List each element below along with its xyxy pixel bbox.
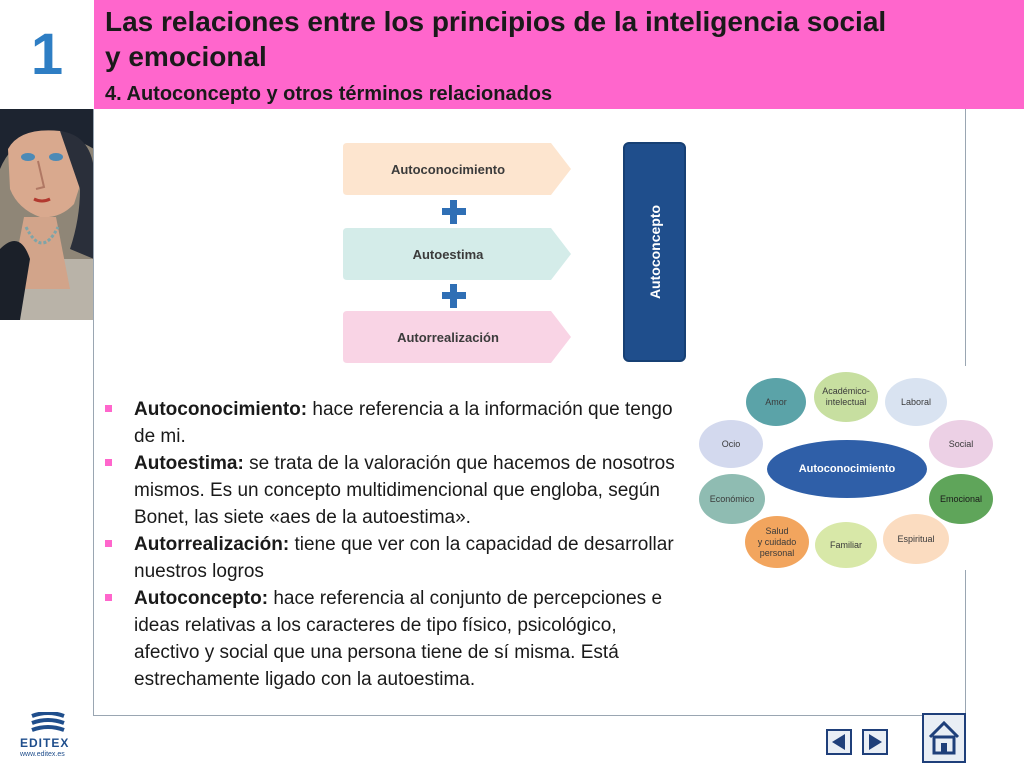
node-label: Económico [709, 493, 755, 504]
node-label: Familiar [829, 539, 862, 550]
header-band [94, 0, 1024, 109]
title-line-1: Las relaciones entre los principios de l… [105, 6, 887, 37]
editex-logo-icon [31, 712, 65, 732]
bullet-square-icon [105, 459, 112, 466]
list-item: Autoestima: se trata de la valoración qu… [103, 450, 683, 531]
term: Autoconocimiento: [134, 399, 308, 420]
flow-step-autorrealizacion: Autorrealización [343, 311, 571, 363]
list-item: Autoconcepto: hace referencia al conjunt… [103, 585, 683, 693]
autoconocimiento-circle-diagram: Autoconocimiento Amor Académico- intelec… [697, 366, 997, 570]
node-label: Académico- intelectual [822, 386, 870, 407]
home-button[interactable] [922, 713, 966, 763]
arrow-shape [343, 143, 571, 195]
bullet-square-icon [105, 594, 112, 601]
node-ocio: Ocio [699, 420, 763, 468]
node-amor: Amor [746, 378, 806, 426]
node-label: Social [948, 438, 974, 449]
node-label: Laboral [900, 396, 932, 407]
node-economico: Económico [699, 474, 765, 524]
node-social: Social [929, 420, 993, 468]
node-label: Salud y cuidado personal [757, 525, 797, 558]
plus-icon [442, 200, 466, 224]
list-item: Autoconocimiento: hace referencia a la i… [103, 396, 683, 450]
term: Autoestima: [134, 453, 244, 474]
bullet-square-icon [105, 405, 112, 412]
editex-logo [18, 712, 78, 762]
flow-step-label: Autorrealización [397, 329, 499, 345]
flow-step-label: Autoestima [412, 246, 484, 262]
triangle-left-icon [832, 734, 845, 750]
brand-name: EDITEX [20, 736, 70, 750]
section-subtitle: 4. Autoconcepto y otros términos relacio… [105, 83, 553, 105]
portrait-image [0, 109, 94, 320]
definition: se trata de la valoración que hacemos de… [134, 453, 675, 528]
node-academico: Académico- intelectual [814, 372, 878, 422]
node-familiar: Familiar [815, 522, 877, 568]
node-emocional: Emocional [929, 474, 993, 524]
flow-step-label: Autoconocimiento [390, 161, 506, 177]
title-line-2: y emocional [105, 41, 267, 72]
bullet-square-icon [105, 540, 112, 547]
definition-list: Autoconocimiento: hace referencia a la i… [103, 396, 683, 693]
chapter-number-box: 1 [0, 0, 94, 109]
node-label: Emocional [939, 493, 983, 504]
arrow-shape [343, 311, 571, 363]
house-icon [928, 720, 960, 755]
term: Autoconcepto: [134, 588, 269, 609]
autoconcepto-result-box: Autoconcepto [623, 142, 686, 362]
next-slide-button[interactable] [862, 729, 888, 755]
triangle-right-icon [869, 734, 882, 750]
brand-url: www.editex.es [20, 751, 65, 758]
page-title: Las relaciones entre los principios de l… [105, 4, 1005, 74]
center-node: Autoconocimiento [767, 440, 927, 498]
definition: hace referencia al conjunto de percepcio… [134, 588, 663, 690]
term: Autorrealización: [134, 534, 290, 555]
plus-icon [442, 284, 466, 308]
flow-step-autoestima: Autoestima [343, 228, 571, 280]
node-espiritual: Espiritual [883, 514, 949, 564]
previous-slide-button[interactable] [826, 729, 852, 755]
definition: hace referencia a la información que ten… [134, 399, 673, 447]
list-item: Autorrealización: tiene que ver con la c… [103, 531, 683, 585]
flow-step-autoconocimiento: Autoconocimiento [343, 143, 571, 195]
node-laboral: Laboral [885, 378, 947, 426]
chapter-number: 1 [30, 22, 64, 87]
arrow-shape [343, 228, 571, 280]
definition: tiene que ver con la capacidad de desarr… [134, 534, 674, 582]
node-salud: Salud y cuidado personal [745, 516, 809, 568]
node-label: Ocio [721, 438, 741, 449]
portrait-painting [0, 109, 94, 320]
node-label: Espiritual [897, 533, 935, 544]
autoconcepto-label: Autoconcepto [646, 204, 663, 300]
node-label: Amor [765, 396, 787, 407]
